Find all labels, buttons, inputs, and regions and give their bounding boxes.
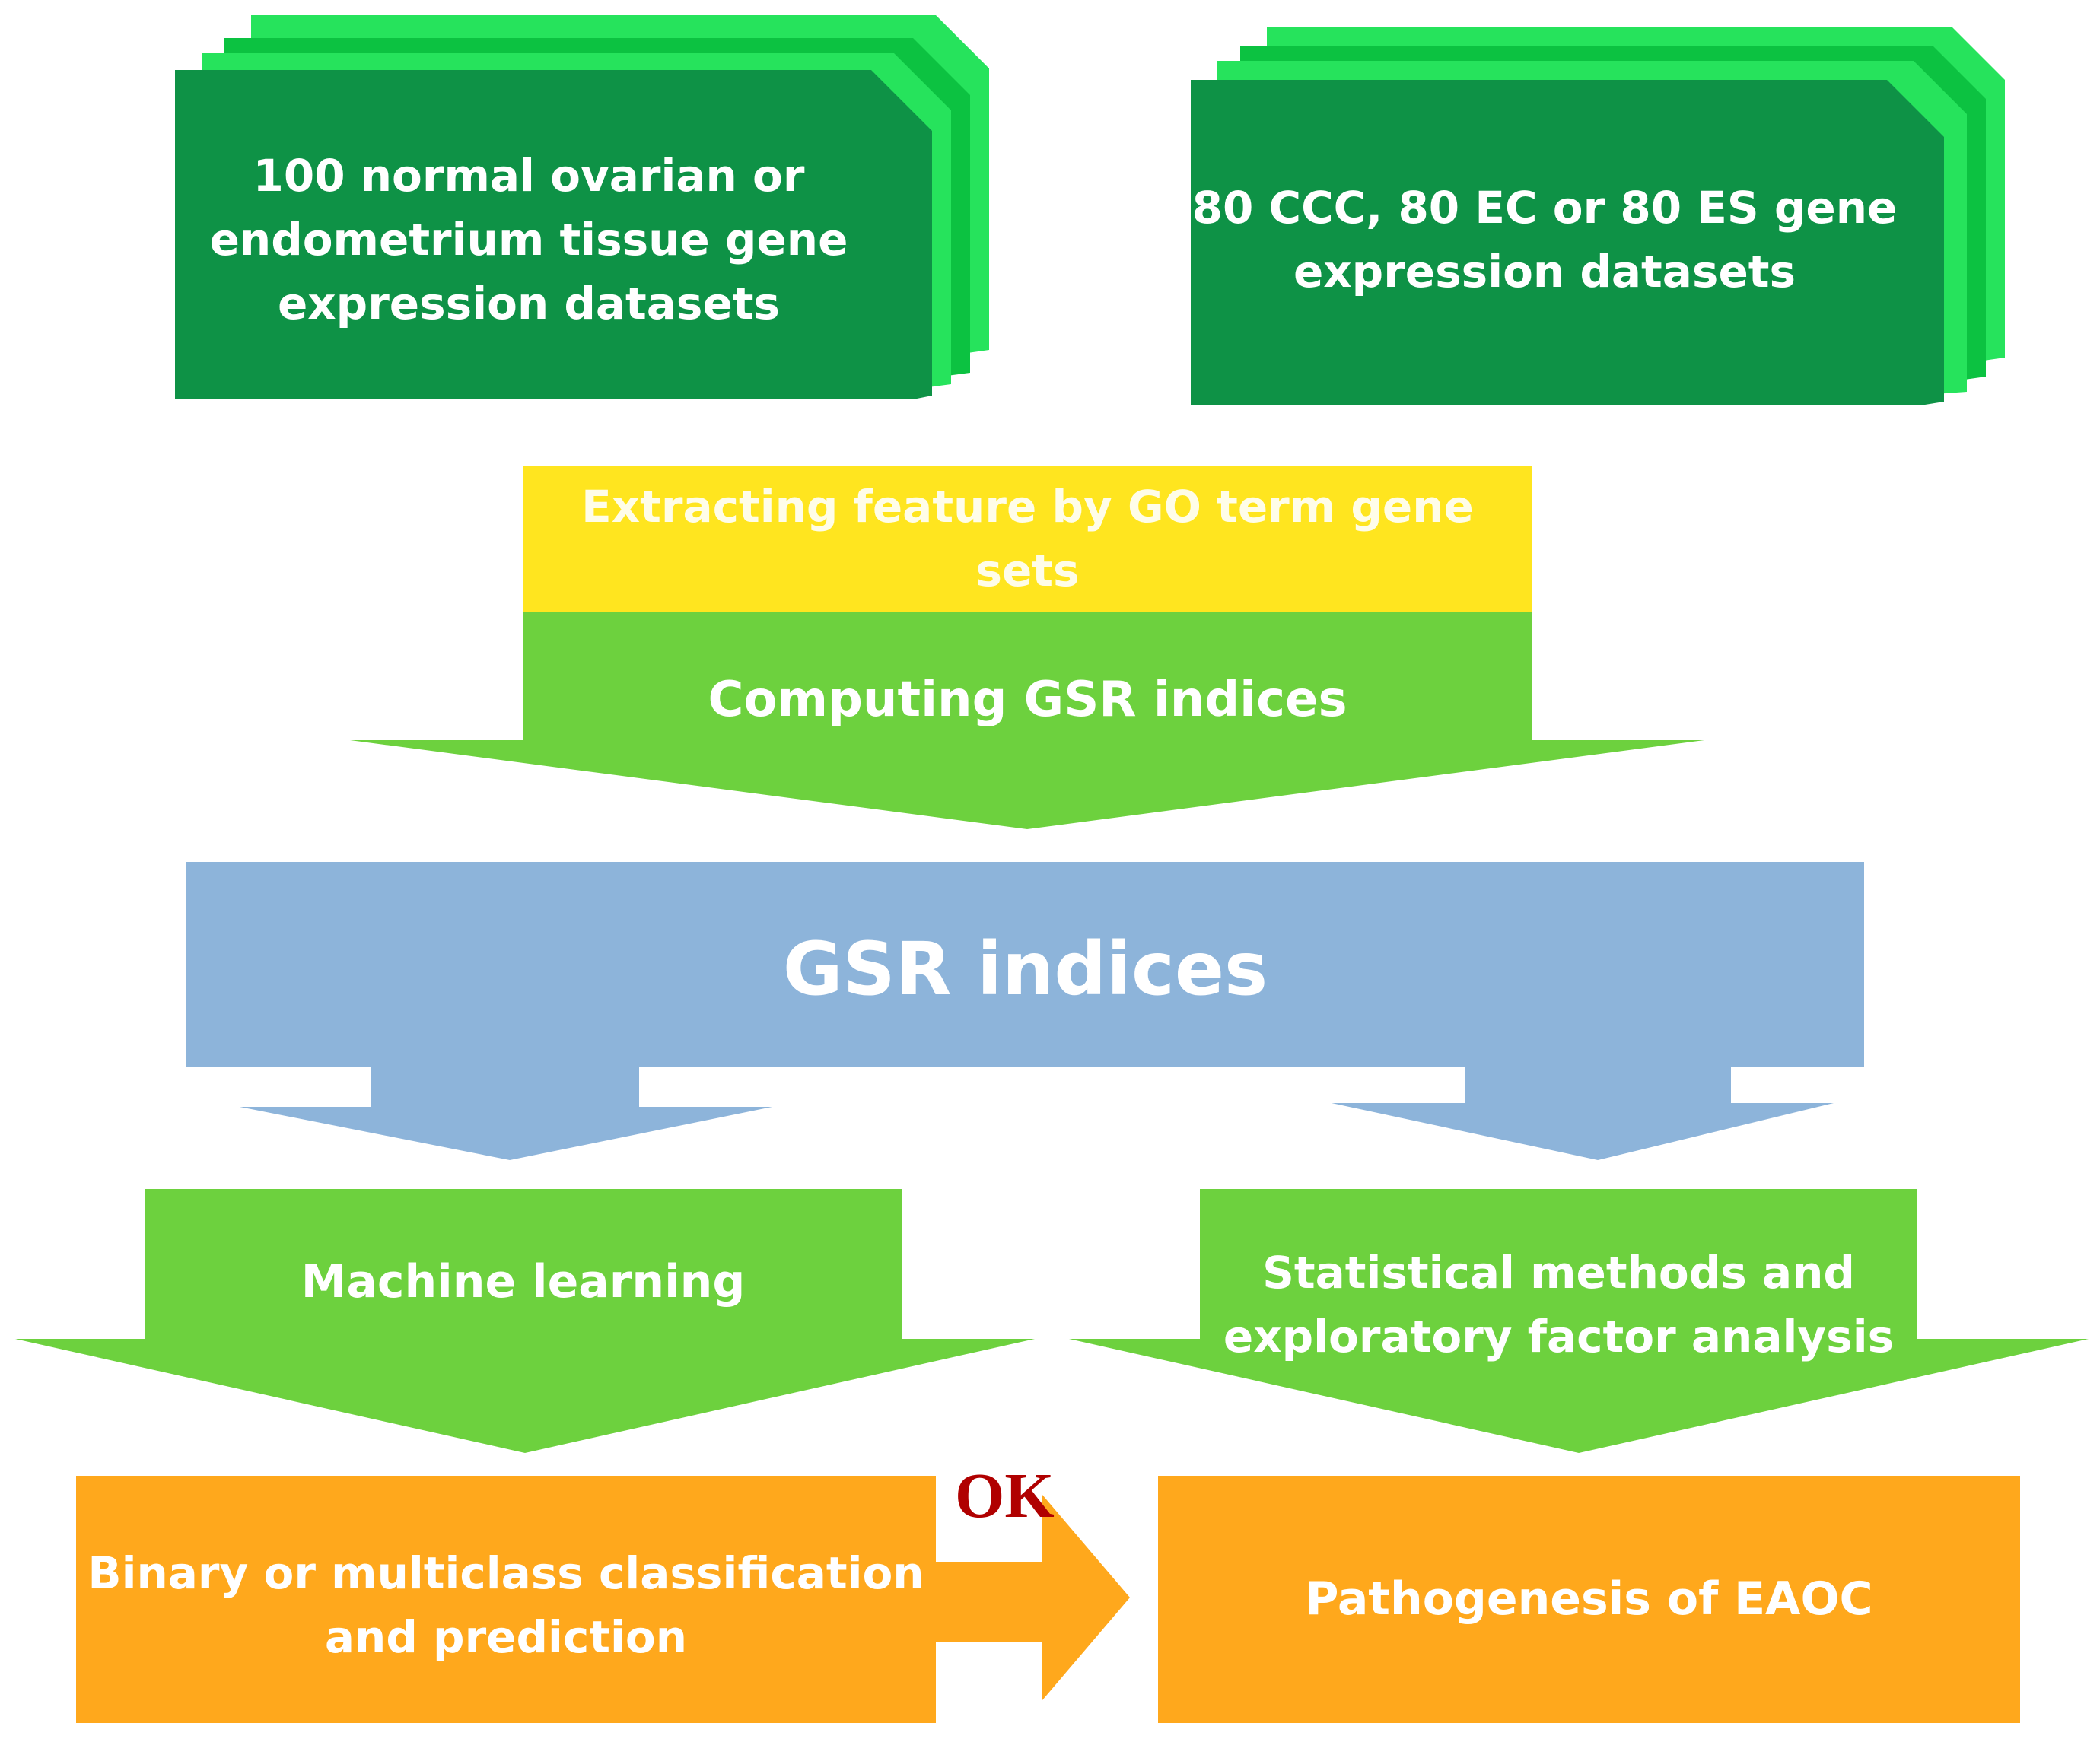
compute-gsr-label: Computing GSR indices (708, 671, 1348, 728)
gsr-indices-title: GSR indices (782, 927, 1268, 1013)
pathogenesis-label: Pathogenesis of EAOC (1305, 1572, 1873, 1626)
classification-label: Binary or multiclass classification and … (88, 1547, 924, 1663)
statistical-methods-label: Statistical methods and exploratory fact… (1223, 1246, 1895, 1362)
gsr-box (186, 862, 1864, 1160)
stats-arrow (1069, 1189, 2089, 1453)
input-stack-cancer (1191, 27, 2005, 405)
ml-arrow (15, 1189, 1035, 1453)
extract-bar (523, 466, 1532, 612)
machine-learning-label: Machine learning (301, 1254, 746, 1308)
compute-arrow (350, 612, 1704, 829)
extract-feature-label: Extracting feature by GO term gene sets (581, 480, 1474, 596)
pathogenesis-box (1158, 1476, 2020, 1723)
stack-card-front (175, 70, 932, 399)
ok-label: OK (955, 1461, 1055, 1531)
ok-link-arrow (934, 1495, 1130, 1700)
stack-card-front (1191, 80, 1944, 405)
cancer-datasets-label: 80 CCC, 80 EC or 80 ES gene expression d… (1192, 181, 1898, 297)
normal-datasets-label: 100 normal ovarian or endometrium tissue… (209, 149, 848, 330)
classification-box (76, 1476, 936, 1723)
input-stack-normal (175, 15, 989, 399)
